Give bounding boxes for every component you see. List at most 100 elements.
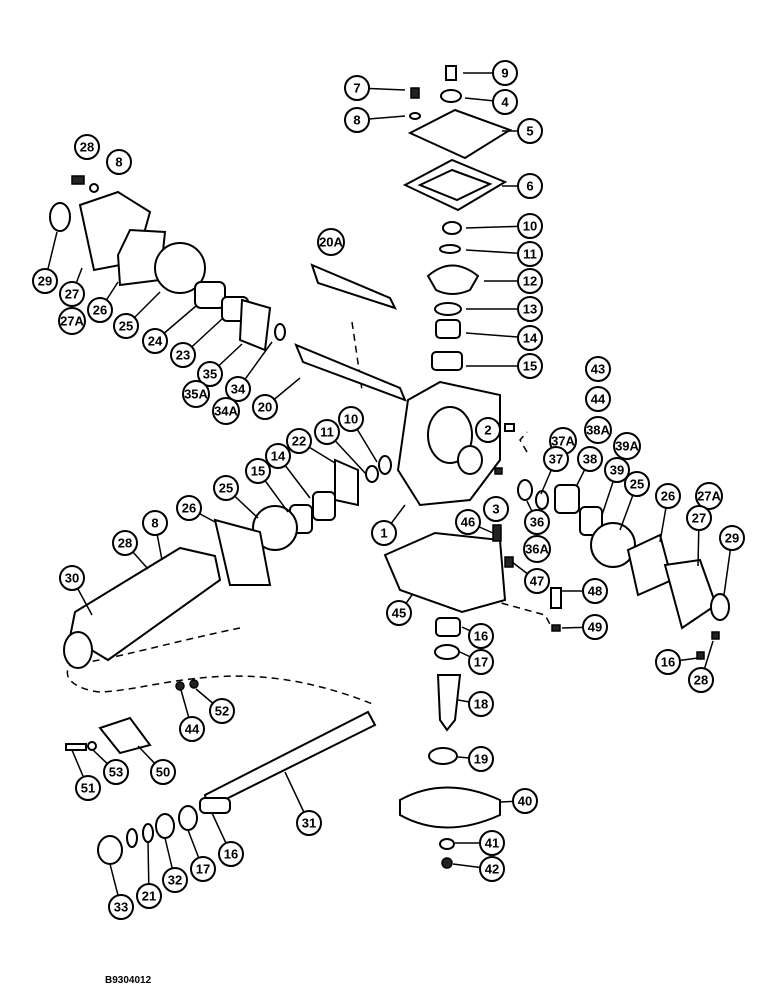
callout-circle (74, 134, 100, 160)
callout-number: 20A (319, 235, 343, 250)
callout-c25a: 25 (113, 313, 139, 339)
callout-c20: 20 (252, 394, 278, 420)
callout-circle (585, 356, 611, 382)
callout-circle (212, 397, 240, 425)
callout-number: 25 (219, 481, 233, 496)
callout-c20A: 20A (317, 228, 345, 256)
callout-circle (113, 313, 139, 339)
callout-number: 14 (271, 449, 286, 464)
callout-circle (517, 213, 543, 239)
callout-c46: 46 (455, 509, 481, 535)
callout-circle (468, 649, 494, 675)
callout-circle (32, 268, 58, 294)
top-gear-stack (426, 221, 480, 371)
callout-circle (58, 307, 86, 335)
part-4-breather (440, 89, 462, 103)
callout-number: 15 (251, 464, 265, 479)
callout-c38A: 38A (584, 416, 612, 444)
callout-c7: 7 (344, 75, 370, 101)
part-34-spacer (274, 323, 286, 341)
part-27-housing-right (663, 558, 718, 630)
callout-circle (108, 894, 134, 920)
callout-circle (585, 386, 611, 412)
callout-c41: 41 (479, 830, 505, 856)
callout-circle (344, 75, 370, 101)
callout-c15b: 15 (245, 458, 271, 484)
callout-number: 27A (60, 314, 84, 329)
callout-number: 16 (474, 629, 488, 644)
callout-number: 10 (344, 412, 358, 427)
part-20-shaft (294, 343, 407, 402)
callout-number: 3 (492, 502, 499, 517)
lower-plate-assembly (383, 524, 720, 869)
callout-c14a: 14 (517, 325, 543, 351)
part-8-lockwasher (89, 183, 99, 193)
callout-circle (265, 443, 291, 469)
callout-number: 16 (224, 847, 238, 862)
callout-c3: 3 (483, 496, 509, 522)
callout-c30: 30 (59, 565, 85, 591)
part-29-seal (49, 202, 71, 232)
callout-number: 17 (474, 655, 488, 670)
callout-number: 11 (523, 247, 537, 262)
callout-circle (317, 228, 345, 256)
callout-number: 40 (518, 794, 532, 809)
callout-c50: 50 (150, 759, 176, 785)
callout-c25c: 25 (624, 471, 650, 497)
callout-circle (719, 525, 745, 551)
callout-number: 27 (692, 511, 706, 526)
callout-circle (582, 578, 608, 604)
callout-circle (517, 325, 543, 351)
callout-number: 25 (119, 319, 133, 334)
callout-number: 14 (523, 331, 538, 346)
callout-circle (59, 565, 85, 591)
callout-c1: 1 (371, 520, 397, 546)
callout-c42: 42 (479, 856, 505, 882)
callout-number: 44 (591, 392, 606, 407)
callout-circle (182, 380, 210, 408)
callout-c44b: 44 (179, 716, 205, 742)
callout-number: 39A (615, 439, 639, 454)
callout-c29a: 29 (32, 268, 58, 294)
part-45-bottom-plate (383, 531, 507, 614)
callout-c16c: 16 (218, 841, 244, 867)
callout-c22: 22 (286, 428, 312, 454)
right-gear-train (517, 479, 730, 630)
callout-circle (150, 759, 176, 785)
callout-number: 8 (151, 516, 158, 531)
part-2-pin (504, 423, 515, 432)
part-11-washer (439, 244, 461, 254)
callout-c48: 48 (582, 578, 608, 604)
callout-circle (655, 649, 681, 675)
callout-c38: 38 (577, 446, 603, 472)
callout-circle (142, 328, 168, 354)
callout-circle (492, 60, 518, 86)
part-25-oring (154, 242, 206, 294)
callout-circle (517, 268, 543, 294)
callout-c4: 4 (492, 89, 518, 115)
callout-c11a: 11 (517, 241, 543, 267)
callout-number: 27 (65, 287, 79, 302)
callout-number: 5 (526, 124, 533, 139)
callout-circle (286, 428, 312, 454)
callout-circle (517, 296, 543, 322)
callout-circle (688, 667, 714, 693)
callout-circle (483, 496, 509, 522)
callout-number: 23 (176, 348, 190, 363)
callout-number: 36 (530, 515, 544, 530)
callout-number: 24 (148, 334, 163, 349)
callout-circle (252, 394, 278, 420)
callout-number: 7 (353, 81, 360, 96)
callout-circle (179, 716, 205, 742)
callout-circle (112, 530, 138, 556)
callout-c51: 51 (75, 775, 101, 801)
callout-c53: 53 (103, 759, 129, 785)
callout-c10a: 10 (517, 213, 543, 239)
callout-number: 50 (156, 765, 170, 780)
callout-c12: 12 (517, 268, 543, 294)
callout-circle (613, 432, 641, 460)
callout-c8c: 8 (142, 510, 168, 536)
part-9-vent-plug (445, 65, 457, 81)
callout-number: 37 (549, 452, 563, 467)
